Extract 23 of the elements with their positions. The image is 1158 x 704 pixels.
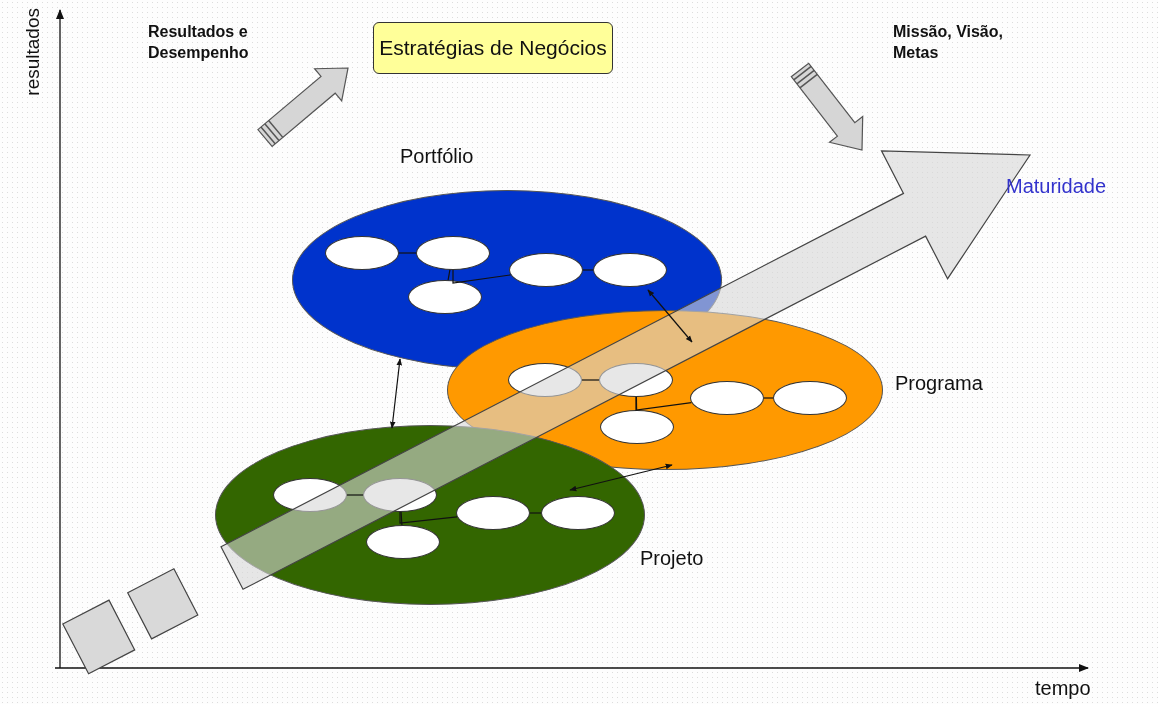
axis-label: resultados	[22, 8, 44, 96]
strategy-box: Estratégias de Negócios	[373, 22, 613, 74]
connector-line	[400, 511, 403, 526]
ellipse-title: Portfólio	[400, 145, 474, 168]
connector-line	[399, 511, 458, 524]
ellipse-title: Projeto	[640, 547, 704, 570]
arrow-label: Maturidade	[1006, 175, 1107, 198]
connector-line	[763, 397, 774, 399]
connector-line	[447, 269, 451, 281]
double-arrow	[647, 289, 693, 343]
ellipse-title: Programa	[895, 372, 983, 395]
connector-line	[581, 379, 600, 381]
axis-label: tempo	[1035, 677, 1091, 700]
connector-line	[452, 269, 512, 284]
connector-line	[529, 512, 542, 514]
annotation-text: Missão, Visão, Metas	[893, 22, 1004, 63]
double-arrow	[389, 358, 403, 429]
connector-line	[346, 494, 364, 496]
connector-line	[398, 252, 417, 254]
connector-line	[582, 269, 594, 271]
double-arrow	[569, 463, 673, 492]
connector-line	[635, 396, 692, 411]
annotation-text: Resultados e Desempenho	[148, 22, 250, 63]
